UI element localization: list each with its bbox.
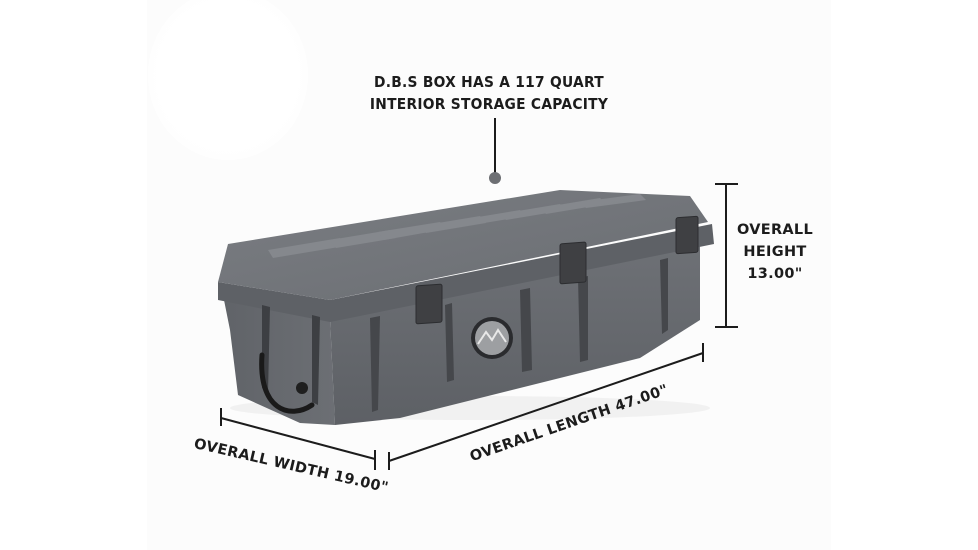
height-line-1: OVERALL	[736, 222, 814, 238]
capacity-pointer	[489, 118, 501, 184]
storage-box	[218, 190, 714, 425]
length-dimension-line	[388, 343, 704, 470]
height-line-2: HEIGHT	[743, 244, 807, 260]
capacity-annotation: D.B.S BOX HAS A 117 QUART INTERIOR STORA…	[0, 71, 978, 115]
capacity-line-1: D.B.S BOX HAS A 117 QUART	[374, 73, 604, 91]
height-annotation: OVERALL HEIGHT 13.00"	[730, 219, 820, 285]
logo-badge-icon	[471, 317, 513, 359]
width-dimension-line	[220, 408, 376, 470]
height-line-3: 13.00"	[747, 266, 803, 282]
background-glow	[148, 0, 308, 160]
capacity-line-2: INTERIOR STORAGE CAPACITY	[369, 95, 609, 113]
height-dimension-line	[715, 183, 738, 328]
